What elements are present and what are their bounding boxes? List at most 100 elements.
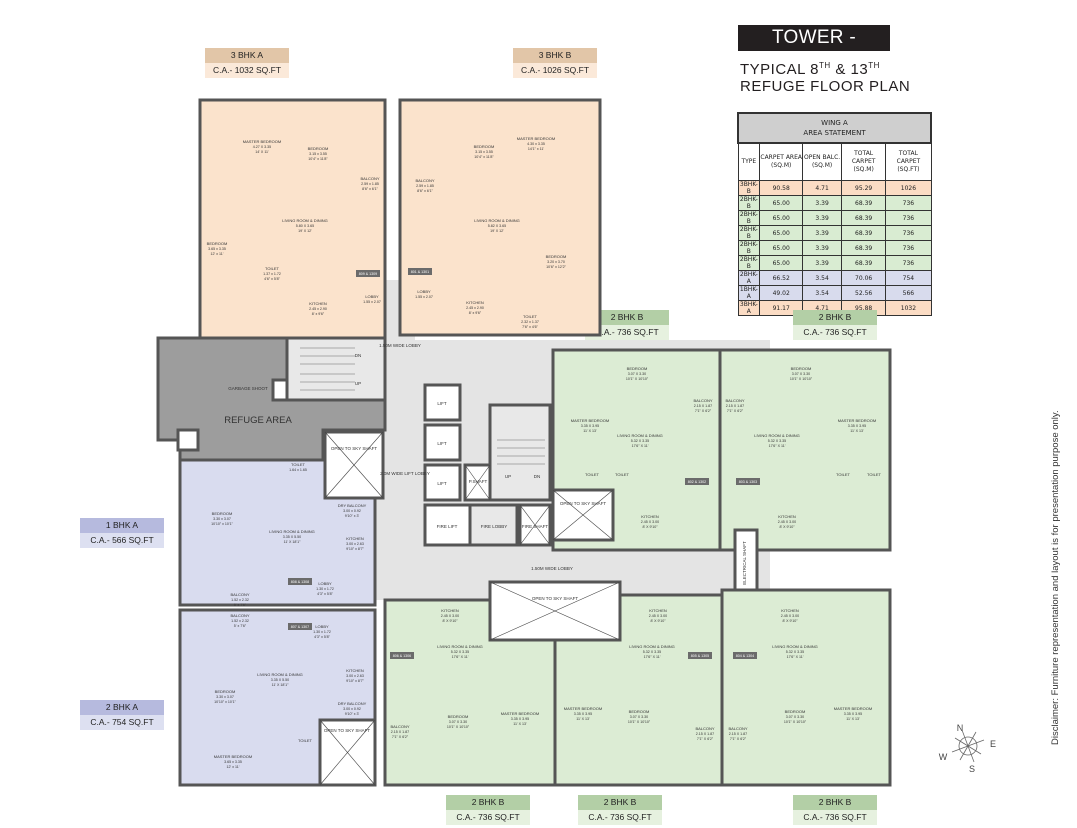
fire-lobby-label: FIRE LOBBY <box>481 524 508 529</box>
room-dimensions-metric: 2.45 X 3.00 <box>649 614 667 618</box>
room-label-balcony: BALCONY <box>725 398 744 403</box>
room-label-bedroom: BEDROOM <box>212 511 233 516</box>
room-label-dry-balcony: DRY BALCONY <box>338 503 367 508</box>
tower-title: TOWER - ALPINE <box>738 25 890 74</box>
room-label-living-room-dining: LIVING ROOM & DINING <box>617 433 663 438</box>
table-cell-total-m: 70.06 <box>840 270 887 286</box>
room-dimensions-metric: 2.45 x 2.90 <box>309 307 327 311</box>
table-cell-type: 2BHK- B <box>737 225 761 241</box>
room-dimensions-imperial: 7'1" X 6'2" <box>392 735 409 739</box>
flat-number-badge <box>688 652 712 659</box>
room-label-bedroom: BEDROOM <box>627 366 648 371</box>
room-dimensions-metric: 5.32 X 3.35 <box>786 650 804 654</box>
garbage-chute <box>271 378 289 402</box>
room-dimensions-imperial: 17'6" X 11' <box>769 444 786 448</box>
room-dimensions-metric: 5.32 X 3.35 <box>643 650 661 654</box>
room-label-balcony: BALCONY <box>230 613 249 618</box>
lift <box>423 423 462 462</box>
room-dimensions-imperial: 4'3" x 5'8" <box>314 635 330 639</box>
room-dimensions-imperial: 5' x 7'6" <box>234 624 247 628</box>
room-dimensions-metric: 3.35 X 3.95 <box>581 424 599 428</box>
staircase <box>285 336 387 402</box>
room-label-lobby: LOBBY <box>417 289 431 294</box>
room-label-bedroom: BEDROOM <box>308 146 329 151</box>
room-dimensions-imperial: 8'6" x 6'1" <box>362 187 378 191</box>
sky-shaft-label: OPEN TO SKY SHAFT <box>331 446 378 451</box>
table-cell-balc: 3.39 <box>802 225 842 241</box>
shaft-cross-lines <box>319 431 621 786</box>
room-dimensions-metric: 2.15 X 1.87 <box>391 730 409 734</box>
room-dimensions-imperial: 4'6" x 5'8" <box>264 277 280 281</box>
room-label-bedroom: BEDROOM <box>215 689 236 694</box>
room-dimensions-imperial: 8' X 9'10" <box>779 525 795 529</box>
p-shaft-label: P.SHAFT <box>469 479 488 484</box>
room-dimensions-imperial: 14' X 11' <box>255 150 269 154</box>
table-cell-carpet: 91.17 <box>759 300 804 316</box>
room-label-kitchen: KITCHEN <box>781 608 799 613</box>
room-dimensions-imperial: 5' x 7'6" <box>234 603 247 607</box>
room-label-kitchen: KITCHEN <box>441 608 459 613</box>
room-dimensions-metric: 3.07 X 3.30 <box>792 372 810 376</box>
room-dimensions-metric: 3.30 x 3.07 <box>213 517 231 521</box>
table-cell-balc: 3.39 <box>802 255 842 271</box>
room-dimensions-metric: 3.20 x 3.70 <box>547 260 565 264</box>
room-dimensions-imperial: 17'6" X 11' <box>644 655 661 659</box>
room-dimensions-metric: 3.35 X 3.95 <box>848 424 866 428</box>
room-dimensions-imperial: 19' X 12' <box>298 229 312 233</box>
room-dimensions-metric: 5.32 X 3.35 <box>451 650 469 654</box>
flat-number: 807 & 1307 <box>291 625 309 629</box>
lift-lobby-label: 2.0M WIDE LIFT LOBBY <box>380 471 430 476</box>
table-cell-type: 1BHK- A <box>737 285 761 301</box>
flat-number-badge <box>288 578 312 585</box>
room-dimensions-metric: 1.37 x 1.72 <box>263 272 281 276</box>
room-dimensions-metric: 2.32 x 1.37 <box>521 320 539 324</box>
fire-lobby <box>468 503 519 547</box>
room-dimensions-metric: 5.80 X 3.65 <box>296 224 314 228</box>
room-dimensions-imperial: 14'1" x 11' <box>528 147 544 151</box>
room-dimensions-metric: 2.45 X 3.00 <box>781 614 799 618</box>
room-label-bedroom: BEDROOM <box>785 709 806 714</box>
room-label-kitchen: KITCHEN <box>309 301 327 306</box>
room-label-living-room-dining: LIVING ROOM & DINING <box>437 644 483 649</box>
room-dimensions-imperial: 7'1" X 6'2" <box>695 409 712 413</box>
refuge-area-label: REFUGE AREA <box>224 415 292 426</box>
sky-shaft-label: OPEN TO SKY SHAFT <box>560 501 607 506</box>
room-dimensions-metric: 2.15 X 1.87 <box>696 732 714 736</box>
table-cell-total-ft: 566 <box>885 285 932 301</box>
room-dimensions-metric: 3.65 x 3.35 <box>224 760 242 764</box>
room-dimensions-imperial: 7'1" X 6'2" <box>730 737 747 741</box>
room-dimensions-metric: 5.32 X 3.35 <box>631 439 649 443</box>
staircase <box>488 403 552 502</box>
room-dimensions-metric: 1.30 x 1.72 <box>316 587 334 591</box>
room-label-kitchen: KITCHEN <box>649 608 667 613</box>
room-dimensions-imperial: 10'1" X 10'10" <box>447 725 470 729</box>
room-dimensions-metric: 3.35 X 5.50 <box>283 535 301 539</box>
room-dimensions-imperial: 7'6" x 4'6" <box>522 325 538 329</box>
stair-down-label: DN <box>534 474 541 479</box>
room-label-balcony: BALCONY <box>230 592 249 597</box>
room-dimensions-metric: 3.00 x 2.63 <box>346 674 364 678</box>
flat-number: 802 & 1302 <box>688 480 706 484</box>
room-label-balcony: BALCONY <box>360 176 379 181</box>
room-dimensions-metric: 5.32 X 3.35 <box>768 439 786 443</box>
compass-icon <box>951 729 985 763</box>
room-dimensions-metric: 3.07 X 3.30 <box>786 715 804 719</box>
room-label-master-bedroom: MASTER BEDROOM <box>571 418 609 423</box>
table-cell-total-ft: 1032 <box>885 300 932 316</box>
room-dimensions-imperial: 7'1" X 6'2" <box>727 409 744 413</box>
garbage-label: GARBAGE SHOOT <box>228 386 268 391</box>
room-dimensions-metric: 2.59 x 1.85 <box>416 184 434 188</box>
room-label-toilet: TOILET <box>298 738 312 743</box>
table-cell-carpet: 49.02 <box>759 285 804 301</box>
room-label-living-room-dining: LIVING ROOM & DINING <box>474 218 520 223</box>
table-cell-total-m: 95.29 <box>840 180 887 196</box>
table-cell-total-ft: 736 <box>885 195 932 211</box>
table-cell-total-ft: 736 <box>885 210 932 226</box>
sky-shaft-label: OPEN TO SKY SHAFT <box>324 728 371 733</box>
